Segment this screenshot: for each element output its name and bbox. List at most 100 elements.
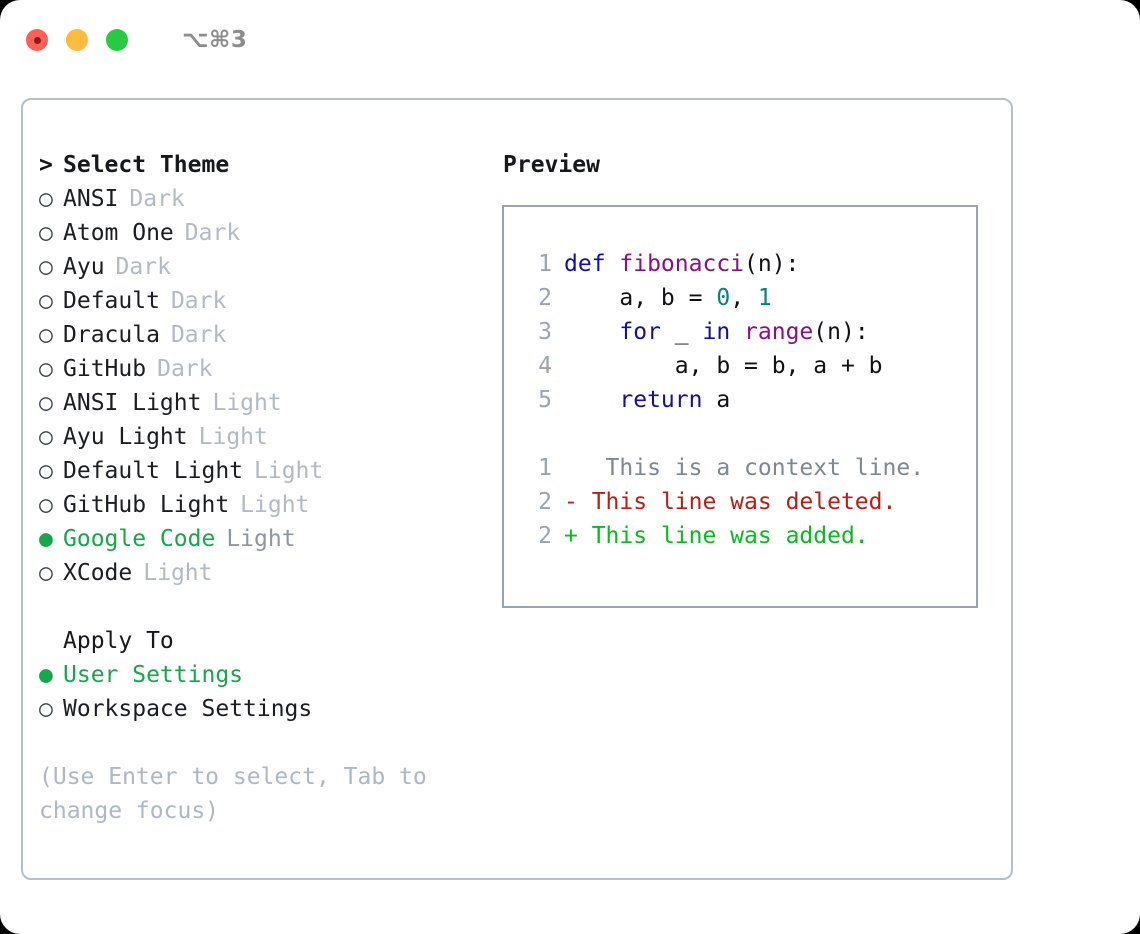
theme-name-label: Ayu <box>63 254 105 280</box>
theme-kind-badge: Dark <box>129 186 185 212</box>
code-token-txt: _ <box>660 319 703 345</box>
code-token-num: 0 <box>716 285 731 311</box>
code-line: 3 for _ in range(n): <box>524 315 924 349</box>
code-line-number: 4 <box>538 353 552 379</box>
code-token-fn: fibonacci <box>619 251 745 277</box>
code-line: 4 a, b = b, a + b <box>524 349 924 383</box>
theme-kind-badge: Light <box>212 390 282 416</box>
minimize-button[interactable] <box>66 29 88 51</box>
traffic-lights <box>26 29 128 51</box>
theme-name-label: XCode <box>63 560 133 586</box>
diff-line: 2+ This line was added. <box>524 519 924 553</box>
code-line: 2 a, b = 0, 1 <box>524 281 924 315</box>
diff-line: 2- This line was deleted. <box>524 485 924 519</box>
code-token-txt <box>564 387 619 413</box>
focus-caret-icon: > <box>39 152 53 178</box>
title-bar: ⌥⌘3 <box>0 0 1140 80</box>
theme-list-item[interactable]: ○ GitHub Dark <box>39 352 499 386</box>
code-token-kw: for <box>619 319 661 345</box>
theme-list-item[interactable]: ○ ANSI Light Light <box>39 386 499 420</box>
list-spacer <box>39 590 499 624</box>
code-token-kw: def <box>564 251 620 277</box>
code-line: 5 return a <box>524 383 924 417</box>
apply-to-list[interactable]: ● User Settings ○ Workspace Settings <box>39 658 499 726</box>
keyboard-hint-text: (Use Enter to select, Tab to change focu… <box>39 764 427 824</box>
radio-unselected-icon: ○ <box>39 288 53 314</box>
apply-to-heading: Apply To <box>39 624 499 658</box>
code-token-txt <box>564 319 619 345</box>
radio-unselected-icon: ○ <box>39 492 53 518</box>
code-token-fn: range <box>744 319 814 345</box>
code-token-kw: return <box>619 387 703 413</box>
diff-line-text: This is a context line. <box>577 455 925 481</box>
diff-marker: + <box>564 523 578 549</box>
radio-unselected-icon: ○ <box>39 390 53 416</box>
radio-unselected-icon: ○ <box>39 424 53 450</box>
maximize-button[interactable] <box>106 29 128 51</box>
code-line-number: 1 <box>538 251 552 277</box>
radio-unselected-icon: ○ <box>39 186 53 212</box>
theme-name-label: GitHub <box>63 356 147 382</box>
apply-to-option[interactable]: ○ Workspace Settings <box>39 692 499 726</box>
radio-unselected-icon: ○ <box>39 458 53 484</box>
apply-to-option[interactable]: ● User Settings <box>39 658 499 692</box>
close-button[interactable] <box>26 29 48 51</box>
keyboard-shortcut-label: ⌥⌘3 <box>182 27 248 53</box>
theme-list-item[interactable]: ○ Default Light Light <box>39 454 499 488</box>
theme-kind-badge: Light <box>254 458 324 484</box>
radio-selected-icon: ● <box>39 526 53 552</box>
apply-to-option-label: Workspace Settings <box>63 696 313 722</box>
theme-list-item[interactable]: ○ XCode Light <box>39 556 499 590</box>
diff-line-text: This line was deleted. <box>577 489 897 515</box>
diff-marker <box>564 455 578 481</box>
theme-kind-badge: Dark <box>115 254 171 280</box>
theme-kind-badge: Light <box>240 492 310 518</box>
theme-name-label: Atom One <box>63 220 174 246</box>
diff-line-number: 1 <box>538 455 552 481</box>
radio-unselected-icon: ○ <box>39 560 53 586</box>
code-token-txt <box>730 319 744 345</box>
radio-unselected-icon: ○ <box>39 220 53 246</box>
theme-name-label: Default Light <box>63 458 244 484</box>
code-token-num: 1 <box>757 285 772 311</box>
diff-line-text: This line was added. <box>577 523 869 549</box>
theme-name-label: Google Code <box>63 526 216 552</box>
theme-kind-badge: Dark <box>170 288 227 314</box>
radio-selected-icon: ● <box>39 662 53 688</box>
code-blank-line <box>524 417 924 451</box>
radio-unselected-icon: ○ <box>39 696 53 722</box>
code-token-kw: in <box>702 319 731 345</box>
code-line-number: 2 <box>538 285 552 311</box>
code-line-number: 5 <box>538 387 552 413</box>
theme-kind-badge: Dark <box>170 322 227 348</box>
diff-marker: - <box>564 489 578 515</box>
apply-to-option-label: User Settings <box>63 662 244 688</box>
theme-name-label: ANSI Light <box>63 390 202 416</box>
apply-to-caret-icon <box>39 624 63 658</box>
code-line-number: 3 <box>538 319 552 345</box>
theme-kind-badge: Dark <box>157 356 213 382</box>
select-theme-heading: >Select Theme <box>39 148 499 182</box>
theme-kind-badge: Light <box>143 560 213 586</box>
diff-line-number: 2 <box>538 489 552 515</box>
diff-line: 1 This is a context line. <box>524 451 924 485</box>
preview-title: Preview <box>503 152 600 178</box>
radio-unselected-icon: ○ <box>39 322 53 348</box>
radio-unselected-icon: ○ <box>39 356 53 382</box>
code-token-txt: a, b = b, a + b <box>564 353 883 379</box>
